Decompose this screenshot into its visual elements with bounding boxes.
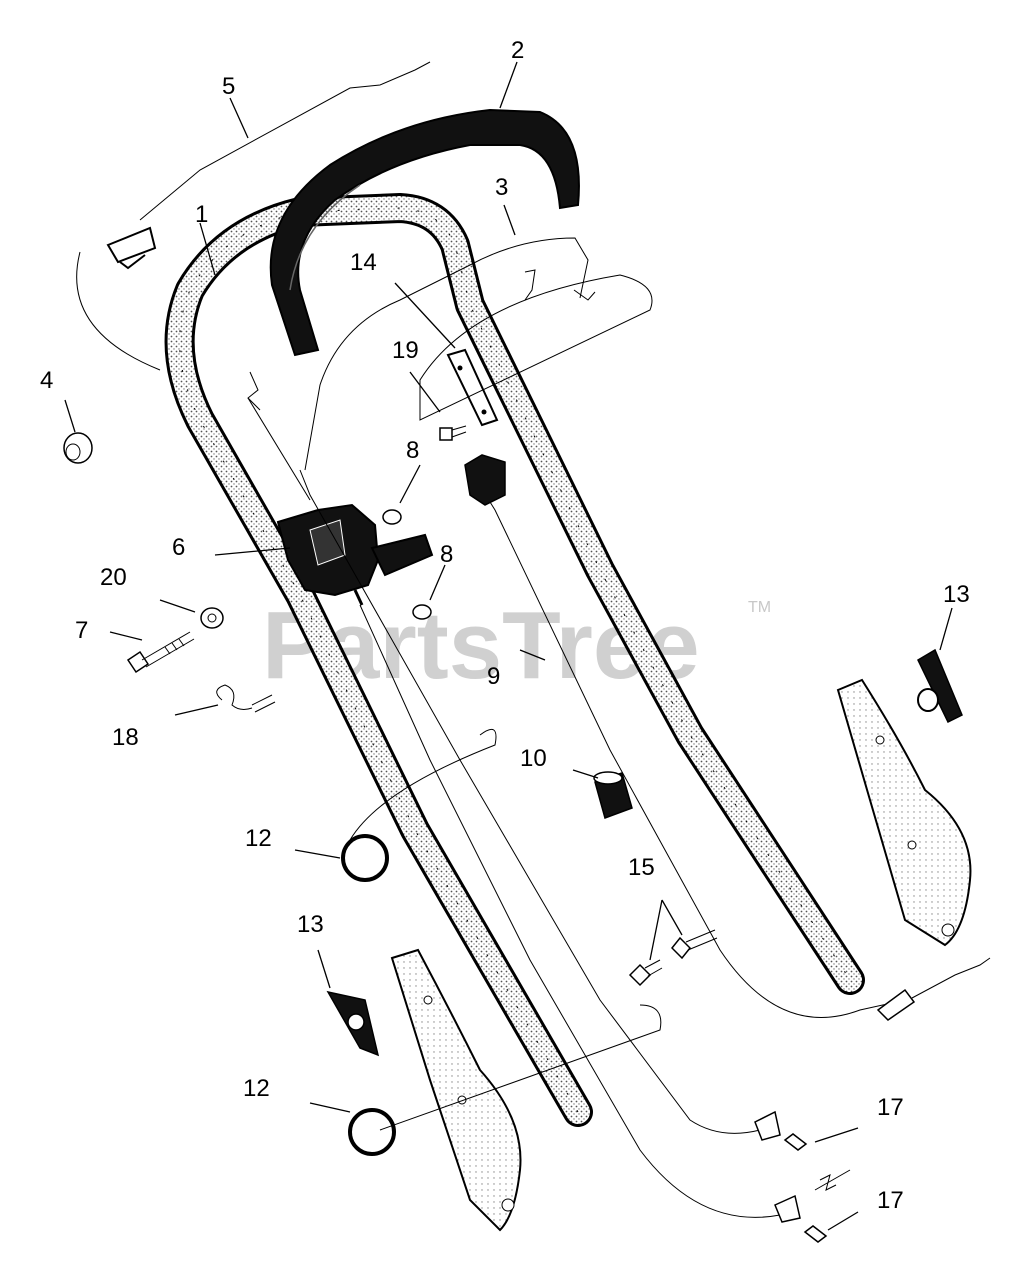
part-15-bolts <box>628 929 718 987</box>
callout-9: 9 <box>487 663 500 690</box>
lower-bracket-right <box>836 678 972 947</box>
part-13-knob-right <box>917 648 963 724</box>
callout-6: 6 <box>172 534 185 561</box>
lower-bracket-left <box>390 948 522 1232</box>
part-12-clip-lower <box>348 1108 396 1156</box>
callout-17-upper: 17 <box>877 1094 904 1121</box>
part-4-plug <box>63 432 93 464</box>
callout-8-upper: 8 <box>406 437 419 464</box>
part-18-spring <box>216 684 276 713</box>
callout-19: 19 <box>392 337 419 364</box>
callout-10: 10 <box>520 745 547 772</box>
callout-1: 1 <box>195 201 208 228</box>
part-12-clip-upper <box>341 834 389 882</box>
part-13-knob-left <box>326 990 380 1057</box>
part-14-bracket <box>446 348 499 427</box>
part-10-sleeve <box>593 771 633 819</box>
part-7-bolt <box>126 631 195 674</box>
callout-12-upper: 12 <box>245 825 272 852</box>
callout-12-lower: 12 <box>243 1075 270 1102</box>
part-17-fasteners <box>754 1110 851 1243</box>
part-8-nut-lower <box>412 604 432 620</box>
callout-18: 18 <box>112 724 139 751</box>
callout-3: 3 <box>495 174 508 201</box>
callout-4: 4 <box>40 367 53 394</box>
callout-8-lower: 8 <box>440 541 453 568</box>
callout-13-right: 13 <box>943 581 970 608</box>
part-20-washer <box>200 607 224 629</box>
leader-lines <box>64 61 953 1231</box>
part-8-nut-upper <box>382 509 402 525</box>
callout-15: 15 <box>628 854 655 881</box>
callout-13-left: 13 <box>297 911 324 938</box>
watermark-tm: TM <box>748 599 771 616</box>
cable-clip <box>464 454 506 506</box>
part-3-bail-wire <box>304 237 596 471</box>
part-5-control-rod <box>106 61 431 270</box>
callout-14: 14 <box>350 249 377 276</box>
part-2-grip <box>269 108 580 357</box>
callout-labels: 1 2 3 4 5 6 7 8 8 9 10 12 12 13 13 14 15… <box>40 37 970 1214</box>
part-6-control-housing <box>276 503 434 606</box>
callout-17-lower: 17 <box>877 1187 904 1214</box>
callout-5: 5 <box>222 73 235 100</box>
callout-2: 2 <box>511 37 524 64</box>
callout-20: 20 <box>100 564 127 591</box>
callout-7: 7 <box>75 617 88 644</box>
part-9-cables <box>247 371 991 1218</box>
part-1-handle <box>164 193 865 1127</box>
part-19-screw <box>439 425 467 441</box>
